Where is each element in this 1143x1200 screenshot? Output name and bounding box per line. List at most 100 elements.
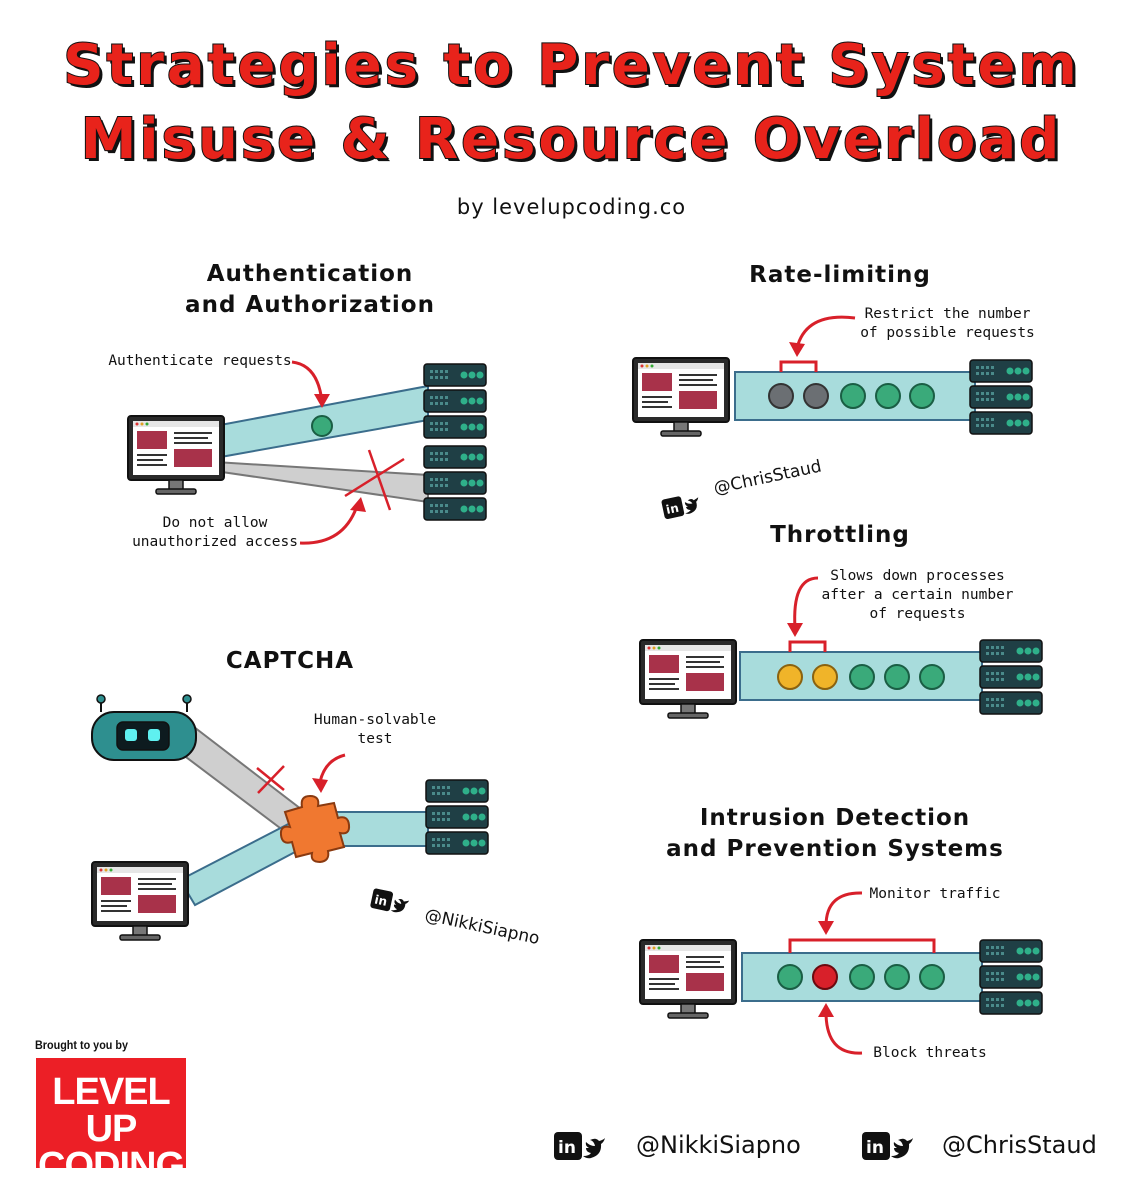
auth-cross-2: [367, 449, 392, 511]
ids-title: Intrusion Detection and Prevention Syste…: [645, 803, 1025, 865]
brand-line1: LEVEL UP: [52, 1071, 170, 1150]
ids-bracket: [788, 938, 936, 953]
rate-request-2: [803, 383, 829, 409]
twitter-icon: [684, 497, 699, 514]
auth-denied-pipe: [214, 460, 429, 504]
arrow-deny-head: [350, 497, 366, 512]
arrow-rate: [795, 315, 856, 349]
captcha-cross-2: [257, 765, 285, 794]
auth-diagram: [127, 360, 486, 545]
rate-title: Rate-limiting: [749, 262, 931, 288]
footer-handle-1[interactable]: @NikkiSiapno: [636, 1131, 801, 1159]
note-throttle: Slows down processes after a certain num…: [810, 567, 1025, 624]
svg-text:in: in: [558, 1138, 576, 1158]
brought-by: Brought to you by: [35, 1038, 128, 1052]
arrow-captcha-head: [312, 778, 328, 793]
ids-monitor-icon: [639, 939, 737, 1019]
captcha-server-icon: [426, 780, 488, 854]
note-deny: Do not allow unauthorized access: [120, 514, 310, 552]
rate-social-icons: in: [661, 496, 699, 520]
ids-title-line1: Intrusion Detection: [699, 805, 971, 831]
robot-icon: [91, 694, 197, 761]
arrow-deny: [299, 502, 360, 545]
note-monitor: Monitor traffic: [869, 886, 1001, 902]
title-line-2: Misuse & Resource Overload: [80, 107, 1063, 172]
footer-handle-2[interactable]: @ChrisStaud: [942, 1131, 1097, 1159]
captcha-social-icons: in: [370, 888, 410, 913]
note-deny-line2: unauthorized access: [132, 534, 298, 550]
twitter-icon: [583, 1138, 605, 1159]
throttle-server-icon: [980, 640, 1042, 714]
footer-social-2: in: [862, 1132, 913, 1160]
throttle-monitor-icon: [639, 639, 737, 719]
auth-monitor-icon: [127, 415, 225, 495]
arrow-captcha: [318, 753, 346, 783]
arrow-throttle-head: [787, 623, 803, 637]
linkedin-icon: [554, 1132, 582, 1160]
note-captcha-line1: Human-solvable: [313, 712, 437, 728]
twitter-icon: [390, 898, 410, 913]
svg-text:in: in: [373, 893, 388, 909]
ids-threat: [812, 964, 838, 990]
arrow-block-head: [818, 1003, 834, 1017]
auth-cross-1: [344, 457, 405, 498]
note-rate-line1: Restrict the number: [864, 306, 1031, 322]
puzzle-icon: [279, 794, 351, 864]
captcha-title: CAPTCHA: [225, 648, 355, 674]
svg-text:in: in: [665, 501, 680, 517]
arrow-monitor-head: [818, 921, 834, 935]
ids-request-5: [919, 964, 945, 990]
arrow-block: [824, 1011, 863, 1055]
byline: by levelupcoding.co: [456, 195, 687, 219]
ids-server-icon: [980, 940, 1042, 1014]
note-block: Block threats: [873, 1045, 987, 1061]
brand-line2: CODING: [38, 1145, 185, 1187]
ids-diagram: [639, 891, 1042, 1055]
throttle-request-5: [919, 664, 945, 690]
note-deny-line1: Do not allow: [162, 515, 268, 531]
brand-logo[interactable]: LEVEL UP CODING: [36, 1058, 186, 1185]
auth-title-line2: and Authorization: [185, 292, 435, 318]
throttle-request-4: [884, 664, 910, 690]
rate-request-3: [840, 383, 866, 409]
note-rate-line2: of possible requests: [860, 325, 1035, 341]
auth-server-top-icon: [424, 364, 486, 438]
ids-request-4: [884, 964, 910, 990]
note-authenticate: Authenticate requests: [108, 353, 292, 369]
note-rate: Restrict the number of possible requests: [850, 305, 1045, 343]
rate-request-1: [768, 383, 794, 409]
auth-title: Authentication and Authorization: [150, 259, 470, 321]
ids-title-line2: and Prevention Systems: [666, 836, 1004, 862]
note-throttle-line3: of requests: [869, 606, 966, 622]
rate-server-icon: [970, 360, 1032, 434]
rate-bracket: [779, 360, 818, 372]
svg-text:in: in: [866, 1138, 884, 1158]
auth-title-line1: Authentication: [206, 261, 414, 287]
captcha-monitor-icon: [91, 861, 189, 941]
arrow-monitor: [824, 891, 863, 927]
note-captcha-line2: test: [357, 731, 393, 747]
throttle-request-2: [812, 664, 838, 690]
footer-social-1: in: [554, 1132, 605, 1160]
arrow-throttle: [793, 576, 819, 629]
note-throttle-line2: after a certain number: [821, 587, 1014, 603]
title-line-1: Strategies to Prevent System: [62, 33, 1080, 98]
linkedin-icon: [862, 1132, 890, 1160]
rate-diagram: [632, 315, 1032, 437]
rate-monitor-icon: [632, 357, 730, 437]
throttle-diagram: [639, 576, 1042, 719]
arrow-rate-head: [789, 342, 805, 357]
rate-request-5: [909, 383, 935, 409]
throttle-request-3: [849, 664, 875, 690]
ids-request-3: [849, 964, 875, 990]
ids-request-1: [777, 964, 803, 990]
linkedin-icon: [370, 888, 394, 912]
note-throttle-line1: Slows down processes: [830, 568, 1005, 584]
throttle-bracket: [788, 640, 827, 652]
linkedin-icon: [661, 496, 685, 520]
auth-server-bottom-icon: [424, 446, 486, 520]
auth-request: [311, 415, 333, 437]
throttle-request-1: [777, 664, 803, 690]
note-captcha: Human-solvable test: [305, 711, 445, 749]
